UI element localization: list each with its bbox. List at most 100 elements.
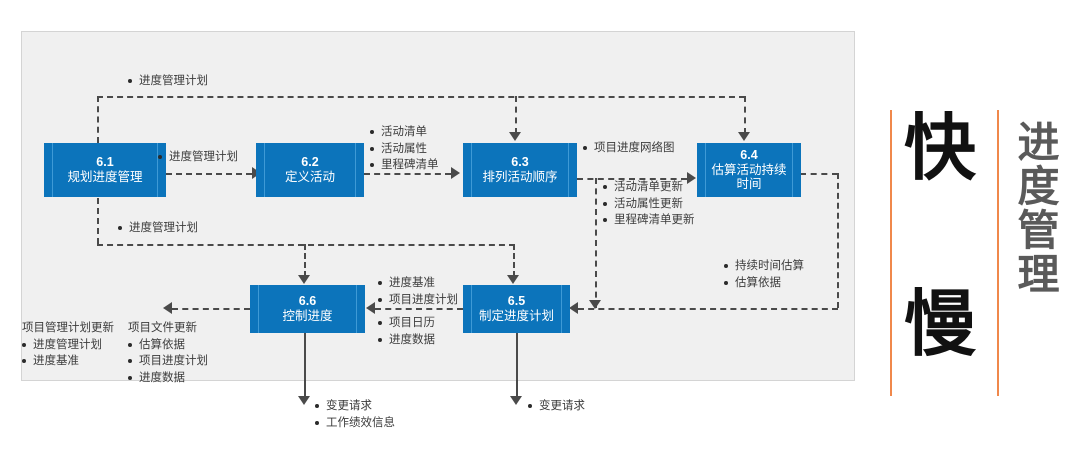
connector-plan-top-riser — [97, 96, 99, 143]
label-item: 持续时间估算 — [724, 258, 804, 275]
connector-estimate-loop-out — [800, 173, 838, 175]
process-box-6-6[interactable]: 6.6 控制进度 — [250, 285, 365, 333]
label-control-bottom-outputs: 变更请求 工作绩效信息 — [315, 398, 395, 431]
arrowhead-lower-to-schedule — [507, 275, 519, 284]
label-sequence-updates: 活动清单更新 活动属性更新 里程碑清单更新 — [603, 179, 695, 229]
arrowhead-control-outputs-left — [163, 302, 172, 314]
connector-lower-feedback-bus — [97, 244, 515, 246]
process-number: 6.4 — [740, 147, 758, 162]
connector-estimate-loop-back — [578, 308, 838, 310]
connector-schedule-to-control — [375, 308, 463, 310]
connector-lower-to-schedule — [513, 244, 515, 277]
label-item: 进度管理计划 — [128, 73, 208, 90]
label-plan-to-define: 进度管理计划 — [158, 149, 238, 166]
label-item: 进度数据 — [128, 370, 208, 387]
label-item: 项目日历 — [378, 315, 435, 332]
arrowhead-top-to-estimate — [738, 132, 750, 141]
process-box-6-5[interactable]: 6.5 制定进度计划 — [463, 285, 570, 333]
connector-define-to-sequence — [364, 173, 451, 175]
label-estimate-outputs: 持续时间估算 估算依据 — [724, 258, 804, 291]
label-item: 进度管理计划 — [118, 220, 198, 237]
label-item: 估算依据 — [128, 337, 208, 354]
accent-rule-left — [890, 110, 892, 396]
connector-sequence-updates-riser — [595, 178, 597, 308]
banner-char-slow: 慢 — [904, 282, 977, 366]
process-number: 6.1 — [96, 155, 114, 170]
label-item: 项目进度网络图 — [583, 140, 675, 157]
process-number: 6.3 — [511, 155, 529, 170]
banner-vertical-title: 进度管理 — [1011, 120, 1061, 296]
process-name: 控制进度 — [282, 309, 333, 323]
label-item: 里程碑清单更新 — [603, 212, 695, 229]
label-item: 项目进度计划 — [378, 292, 458, 309]
arrowhead-sequence-updates — [589, 300, 601, 309]
connector-sequence-to-estimate — [577, 178, 687, 180]
label-item: 进度基准 — [22, 353, 114, 370]
label-project-doc-updates: 项目文件更新 估算依据 项目进度计划 进度数据 — [128, 320, 208, 387]
box-edge-right — [792, 143, 793, 197]
connector-plan-to-define — [166, 173, 252, 175]
label-top-feedback: 进度管理计划 — [128, 73, 208, 90]
label-sequence-output: 项目进度网络图 — [583, 140, 675, 157]
box-edge-right — [561, 285, 562, 333]
flow-diagram-panel — [21, 31, 855, 381]
label-item: 进度基准 — [378, 275, 458, 292]
connector-top-to-estimate — [744, 96, 746, 134]
arrowhead-define-to-sequence — [451, 167, 460, 179]
banner-char-fast: 快 — [904, 106, 977, 190]
arrowhead-lower-to-control — [298, 275, 310, 284]
box-edge-left — [705, 143, 706, 197]
box-edge-left — [471, 285, 472, 333]
box-edge-left — [258, 285, 259, 333]
arrowhead-estimate-to-schedule — [569, 302, 578, 314]
arrowhead-schedule-bottom — [510, 396, 522, 405]
arrowhead-control-bottom — [298, 396, 310, 405]
connector-plan-lower-riser — [97, 198, 99, 244]
process-box-6-3[interactable]: 6.3 排列活动顺序 — [463, 143, 577, 197]
label-item: 活动属性更新 — [603, 196, 695, 213]
label-item: 活动清单更新 — [603, 179, 695, 196]
process-name: 制定进度计划 — [478, 309, 554, 323]
accent-rule-right — [997, 110, 999, 396]
label-item: 进度管理计划 — [158, 149, 238, 166]
connector-estimate-loop-down — [837, 173, 839, 308]
label-heading: 项目管理计划更新 — [22, 322, 114, 334]
label-item: 活动属性 — [370, 141, 439, 158]
label-schedule-to-control-bottom: 项目日历 进度数据 — [378, 315, 435, 348]
connector-schedule-bottom — [516, 333, 518, 399]
process-number: 6.2 — [301, 155, 319, 170]
label-item: 活动清单 — [370, 124, 439, 141]
process-number: 6.5 — [507, 294, 526, 309]
label-item: 工作绩效信息 — [315, 415, 395, 432]
arrowhead-top-to-sequence — [509, 132, 521, 141]
box-edge-left — [52, 143, 53, 197]
process-name: 估算活动持续时间 — [711, 162, 787, 192]
connector-top-to-sequence — [515, 96, 517, 134]
label-schedule-to-control-top: 进度基准 项目进度计划 — [378, 275, 458, 308]
process-box-6-2[interactable]: 6.2 定义活动 — [256, 143, 364, 197]
label-pm-plan-updates: 项目管理计划更新 进度管理计划 进度基准 — [22, 320, 114, 370]
label-item: 估算依据 — [724, 275, 804, 292]
label-item: 变更请求 — [315, 398, 395, 415]
process-name: 定义活动 — [284, 170, 335, 184]
box-edge-right — [568, 143, 569, 197]
box-edge-right — [356, 285, 357, 333]
arrowhead-schedule-to-control — [366, 302, 375, 314]
process-number: 6.6 — [298, 294, 317, 309]
arrowhead-sequence-to-estimate — [687, 172, 696, 184]
label-item: 里程碑清单 — [370, 157, 439, 174]
box-edge-right — [157, 143, 158, 197]
process-name: 规划进度管理 — [67, 170, 143, 184]
label-mid-feedback: 进度管理计划 — [118, 220, 198, 237]
label-define-outputs: 活动清单 活动属性 里程碑清单 — [370, 124, 439, 174]
label-item: 进度管理计划 — [22, 337, 114, 354]
process-name: 排列活动顺序 — [482, 170, 558, 184]
process-box-6-1[interactable]: 6.1 规划进度管理 — [44, 143, 166, 197]
connector-top-feedback-bus — [97, 96, 745, 98]
process-box-6-4[interactable]: 6.4 估算活动持续时间 — [697, 143, 801, 197]
label-heading: 项目文件更新 — [128, 322, 197, 334]
label-item: 变更请求 — [528, 398, 585, 415]
connector-lower-to-control — [304, 244, 306, 277]
label-item: 项目进度计划 — [128, 353, 208, 370]
